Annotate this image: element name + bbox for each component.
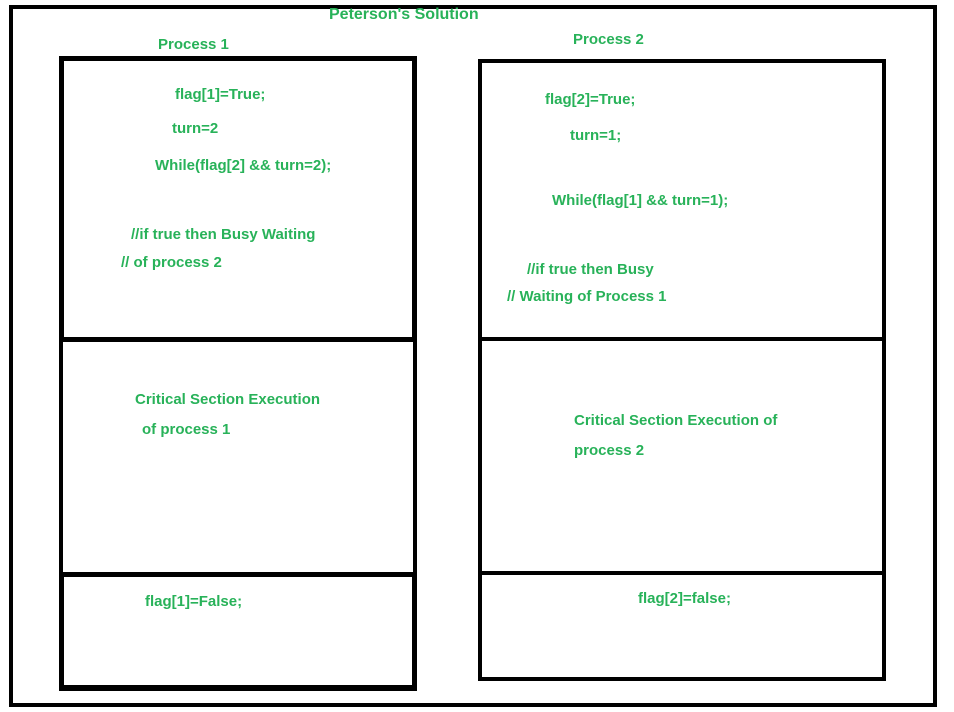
code-line: flag[1]=True;	[175, 86, 266, 103]
code-line: flag[1]=False;	[145, 593, 243, 610]
process2-label: Process 2	[573, 31, 644, 48]
process1-entry-section-box: flag[1]=True; turn=2 While(flag[2] && tu…	[59, 56, 417, 342]
process2-entry-section-box: flag[2]=True; turn=1; While(flag[1] && t…	[478, 59, 886, 341]
comment-line: //if true then Busy Waiting	[131, 226, 316, 243]
critical-section-text: Critical Section Execution	[135, 391, 321, 408]
comment-line: //if true then Busy	[527, 261, 654, 278]
code-line: flag[2]=false;	[638, 590, 731, 607]
code-line: flag[2]=True;	[545, 91, 636, 108]
process2-exit-section-box: flag[2]=false;	[478, 571, 886, 681]
code-line: turn=2	[172, 120, 219, 137]
process1-label: Process 1	[158, 36, 229, 53]
process1-exit-section-box: flag[1]=False;	[59, 572, 417, 691]
diagram-title: Peterson's Solution	[329, 6, 479, 23]
critical-section-text: of process 1	[142, 421, 231, 438]
critical-section-text: Critical Section Execution of	[574, 412, 778, 429]
process1-critical-section-box: Critical Section Execution of process 1	[59, 338, 417, 576]
process2-critical-section-box: Critical Section Execution of process 2	[478, 337, 886, 575]
code-line: While(flag[2] && turn=2);	[155, 157, 332, 174]
critical-section-text: process 2	[574, 442, 645, 459]
comment-line: // of process 2	[121, 254, 222, 271]
code-line: turn=1;	[570, 127, 622, 144]
code-line: While(flag[1] && turn=1);	[552, 192, 729, 209]
comment-line: // Waiting of Process 1	[507, 288, 667, 305]
diagram-outer-frame	[9, 5, 937, 707]
